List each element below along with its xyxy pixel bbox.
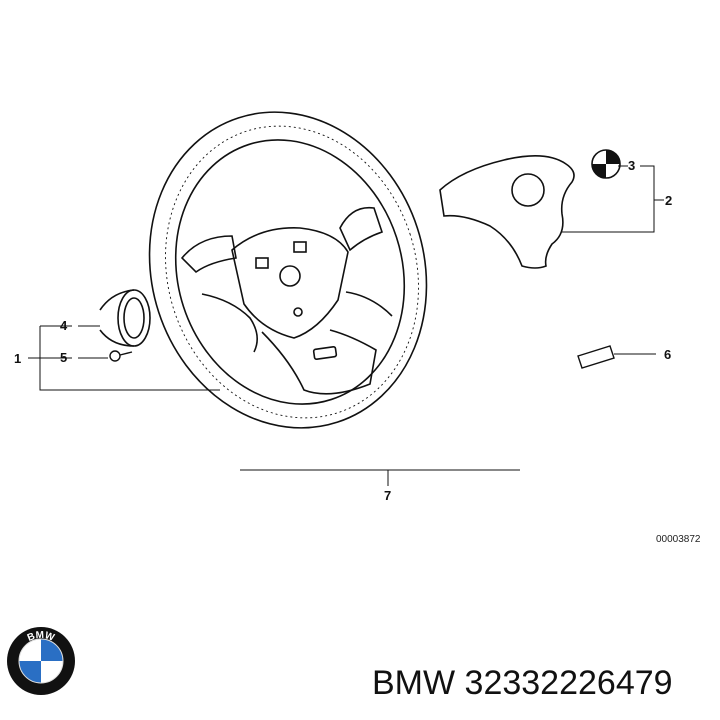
emblem-part bbox=[591, 149, 621, 179]
bmw-roundel-icon: BMW bbox=[7, 627, 75, 695]
wheel-hub bbox=[231, 227, 349, 339]
caption-brand: BMW bbox=[372, 664, 456, 702]
callout-7: 7 bbox=[384, 488, 391, 503]
wheel-thumb-rest-left bbox=[180, 235, 237, 274]
hub-tab-left bbox=[255, 257, 269, 269]
horn-pad-emblem-recess bbox=[511, 173, 545, 207]
leader-lines bbox=[28, 165, 664, 486]
wheel-rim-outer bbox=[148, 111, 428, 429]
wheel-stitching bbox=[165, 125, 419, 419]
callout-5: 5 bbox=[60, 350, 67, 365]
wheel-left-spoke bbox=[201, 293, 258, 353]
wheel-m-badge bbox=[312, 345, 338, 361]
part-caption: BMW 32332226479 bbox=[372, 664, 673, 703]
wheel-rim-inner bbox=[174, 139, 406, 405]
wheel-thumb-rest-right bbox=[339, 206, 384, 252]
horn-pad bbox=[439, 155, 575, 269]
caption-part-number: 32332226479 bbox=[464, 664, 673, 702]
callout-2: 2 bbox=[665, 193, 672, 208]
hub-tab-right bbox=[293, 241, 307, 253]
hub-center bbox=[279, 265, 301, 287]
steering-wheel bbox=[148, 111, 428, 429]
diagram-id: 00003872 bbox=[656, 534, 701, 545]
horn-pad-outline bbox=[439, 155, 575, 269]
wheel-lower-spoke bbox=[261, 329, 377, 395]
callout-1: 1 bbox=[14, 351, 21, 366]
screw-part bbox=[109, 350, 133, 362]
callout-3: 3 bbox=[628, 158, 635, 173]
callout-4: 4 bbox=[60, 318, 68, 333]
logo-letters: BMW bbox=[26, 630, 56, 644]
m-badge-part bbox=[577, 345, 615, 369]
adapter-ring bbox=[99, 289, 151, 347]
hub-bolt bbox=[293, 307, 303, 317]
wheel-right-spoke bbox=[345, 291, 393, 317]
svg-text:BMW: BMW bbox=[26, 630, 56, 644]
callout-6: 6 bbox=[664, 347, 671, 362]
